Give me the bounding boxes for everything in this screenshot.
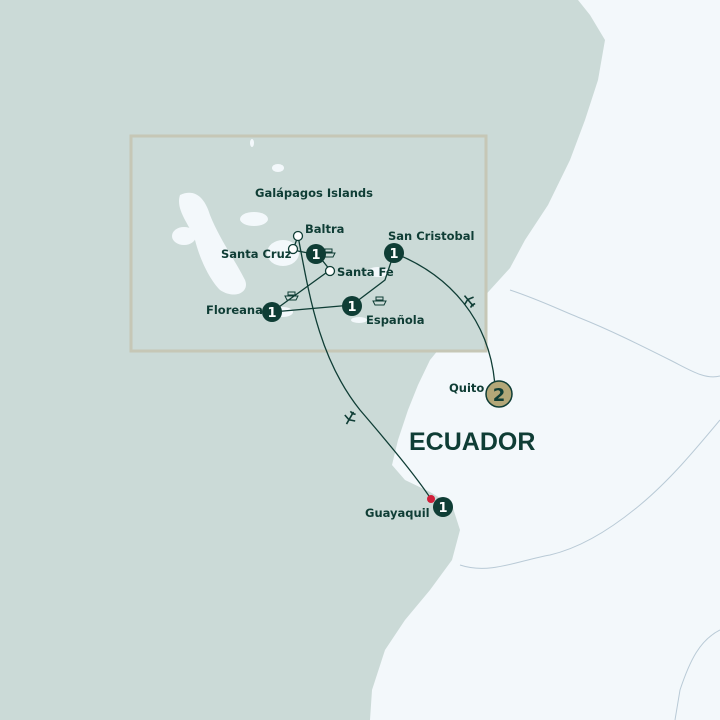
marker-quito[interactable]: 2 (485, 380, 513, 408)
borders (459, 289, 720, 720)
label-san-cristobal: San Cristobal (388, 229, 474, 243)
country-label: ECUADOR (409, 428, 535, 456)
label-santa-fe: Santa Fe (337, 265, 394, 279)
inset-title: Galápagos Islands (255, 186, 373, 200)
svg-text:1: 1 (267, 306, 276, 321)
mainland (370, 0, 720, 720)
waypoint-santa-cruz[interactable] (287, 243, 299, 255)
galapagos-inset (129, 134, 488, 353)
label-espanola: Española (366, 313, 424, 327)
waypoint-baltra[interactable] (292, 230, 304, 242)
marker-floreana[interactable]: 1 (262, 302, 282, 322)
label-quito: Quito (449, 381, 484, 395)
svg-text:1: 1 (347, 300, 356, 315)
marker-guayaquil[interactable]: 1 (433, 497, 453, 517)
svg-text:1: 1 (389, 247, 398, 262)
plane-icon (463, 295, 476, 308)
islands (172, 139, 389, 323)
label-baltra: Baltra (305, 222, 344, 236)
label-guayaquil: Guayaquil (365, 506, 430, 520)
waypoint-santa-fe[interactable] (324, 265, 336, 277)
svg-text:2: 2 (493, 385, 506, 406)
label-floreana: Floreana (206, 303, 263, 317)
ship-icon (284, 248, 387, 306)
plane-icon (344, 410, 356, 425)
label-santa-cruz: Santa Cruz (221, 247, 292, 261)
marker-san-cristobal[interactable]: 1 (384, 243, 404, 263)
marker-santa-cruz-night[interactable]: 1 (306, 244, 326, 264)
svg-text:1: 1 (311, 248, 320, 263)
marker-espanola[interactable]: 1 (342, 296, 362, 316)
port-dot-guayaquil (427, 495, 435, 503)
svg-text:1: 1 (438, 501, 447, 516)
